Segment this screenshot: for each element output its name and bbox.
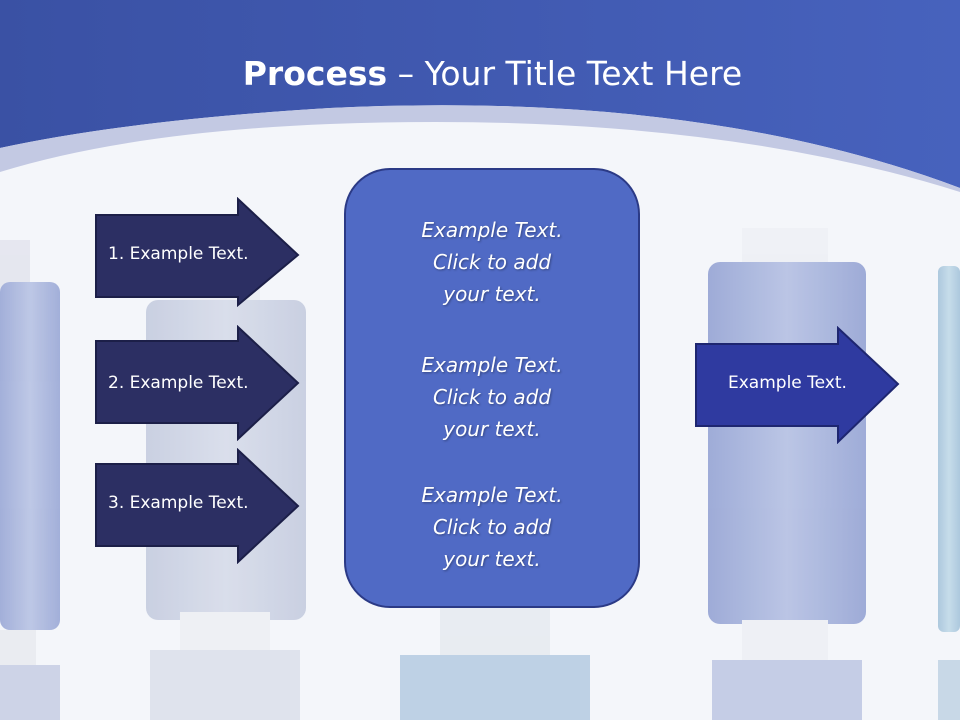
process-arrow-1[interactable]: 1. Example Text.	[94, 197, 300, 307]
center-line: Example Text.	[421, 483, 563, 507]
center-paragraph-3: Example Text. Click to add your text.	[346, 479, 638, 575]
result-arrow-label: Example Text.	[728, 373, 847, 393]
header-band	[0, 0, 960, 188]
center-paragraph-2: Example Text. Click to add your text.	[346, 349, 638, 445]
process-arrow-label: 2. Example Text.	[108, 373, 249, 393]
process-arrow-3[interactable]: 3. Example Text.	[94, 448, 300, 564]
center-line: Example Text.	[421, 218, 563, 242]
title-emphasis: Process	[242, 54, 388, 93]
process-arrow-2[interactable]: 2. Example Text.	[94, 325, 300, 441]
center-line: Example Text.	[421, 353, 563, 377]
process-arrow-label: 1. Example Text.	[108, 244, 249, 264]
center-text-box[interactable]: Example Text. Click to add your text. Ex…	[344, 168, 640, 608]
header-swoosh	[0, 105, 960, 192]
center-line: your text.	[443, 282, 541, 306]
process-arrow-label: 3. Example Text.	[108, 493, 249, 513]
center-line: Click to add	[432, 515, 552, 539]
result-arrow[interactable]: Example Text.	[694, 326, 900, 444]
center-line: Click to add	[432, 385, 552, 409]
center-paragraph-1: Example Text. Click to add your text.	[346, 214, 638, 310]
center-line: your text.	[443, 417, 541, 441]
title-text: – Your Title Text Here	[387, 54, 743, 93]
center-line: your text.	[443, 547, 541, 571]
center-line: Click to add	[432, 250, 552, 274]
slide-title[interactable]: Process – Your Title Text Here	[0, 54, 960, 93]
thread-spool-image	[0, 240, 60, 720]
